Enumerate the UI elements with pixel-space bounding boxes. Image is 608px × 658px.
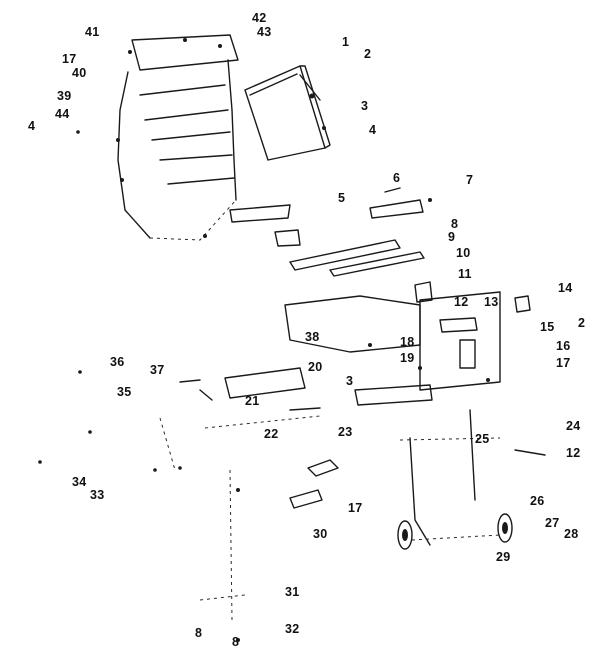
callout-12b: 12 — [566, 446, 581, 460]
callout-7: 7 — [466, 173, 473, 187]
callout-24: 24 — [566, 419, 581, 433]
callout-21: 21 — [245, 394, 260, 408]
callout-3b: 3 — [346, 374, 353, 388]
callout-25: 25 — [475, 432, 490, 446]
callout-19: 19 — [400, 351, 415, 365]
callout-22: 22 — [264, 427, 279, 441]
callout-36: 36 — [110, 355, 125, 369]
callout-23: 23 — [338, 425, 353, 439]
callout-9: 9 — [448, 230, 455, 244]
callout-33: 33 — [90, 488, 105, 502]
callout-2: 2 — [364, 47, 371, 61]
callout-6: 6 — [393, 171, 400, 185]
callout-13: 13 — [484, 295, 499, 309]
handle-frame-assembly — [116, 34, 301, 247]
callout-44: 44 — [55, 107, 70, 121]
callout-34: 34 — [72, 475, 87, 489]
callout-5: 5 — [338, 191, 345, 205]
callout-11: 11 — [458, 267, 472, 281]
callout-20: 20 — [308, 360, 323, 374]
callout-4: 4 — [28, 119, 35, 133]
callout-2b: 2 — [578, 316, 585, 330]
callout-12: 12 — [454, 295, 469, 309]
wheel-assembly — [199, 459, 513, 642]
callout-16: 16 — [556, 339, 571, 353]
panel-cover — [244, 65, 331, 161]
callout-35: 35 — [117, 385, 132, 399]
deck-plate — [159, 367, 546, 546]
callout-27: 27 — [545, 516, 560, 530]
callout-28: 28 — [564, 527, 579, 541]
callout-labels: 41 42 43 1 2 17 40 39 3 44 4 4 5 6 7 8 9… — [28, 11, 585, 649]
callout-26: 26 — [530, 494, 545, 508]
callout-38: 38 — [305, 330, 320, 344]
callout-18: 18 — [400, 335, 415, 349]
callout-4b: 4 — [369, 123, 376, 137]
callout-14: 14 — [558, 281, 573, 295]
callout-15: 15 — [540, 320, 555, 334]
callout-3: 3 — [361, 99, 368, 113]
callout-17c: 17 — [348, 501, 363, 515]
callout-8c: 8 — [232, 635, 239, 649]
callout-1: 1 — [342, 35, 349, 49]
main-housing — [284, 281, 531, 406]
callout-29: 29 — [496, 550, 511, 564]
callout-42: 42 — [252, 11, 267, 25]
callout-17b: 17 — [556, 356, 571, 370]
loose-hardware — [38, 130, 213, 472]
callout-37: 37 — [150, 363, 165, 377]
callout-30: 30 — [313, 527, 328, 541]
callout-39: 39 — [57, 89, 72, 103]
callout-10: 10 — [456, 246, 471, 260]
callout-8b: 8 — [195, 626, 202, 640]
callout-41: 41 — [85, 25, 100, 39]
callout-8: 8 — [451, 217, 458, 231]
blade-bar — [289, 187, 432, 277]
callout-40: 40 — [72, 66, 87, 80]
callout-17: 17 — [62, 52, 77, 66]
callout-43: 43 — [257, 25, 272, 39]
callout-31: 31 — [285, 585, 300, 599]
callout-32: 32 — [285, 622, 300, 636]
